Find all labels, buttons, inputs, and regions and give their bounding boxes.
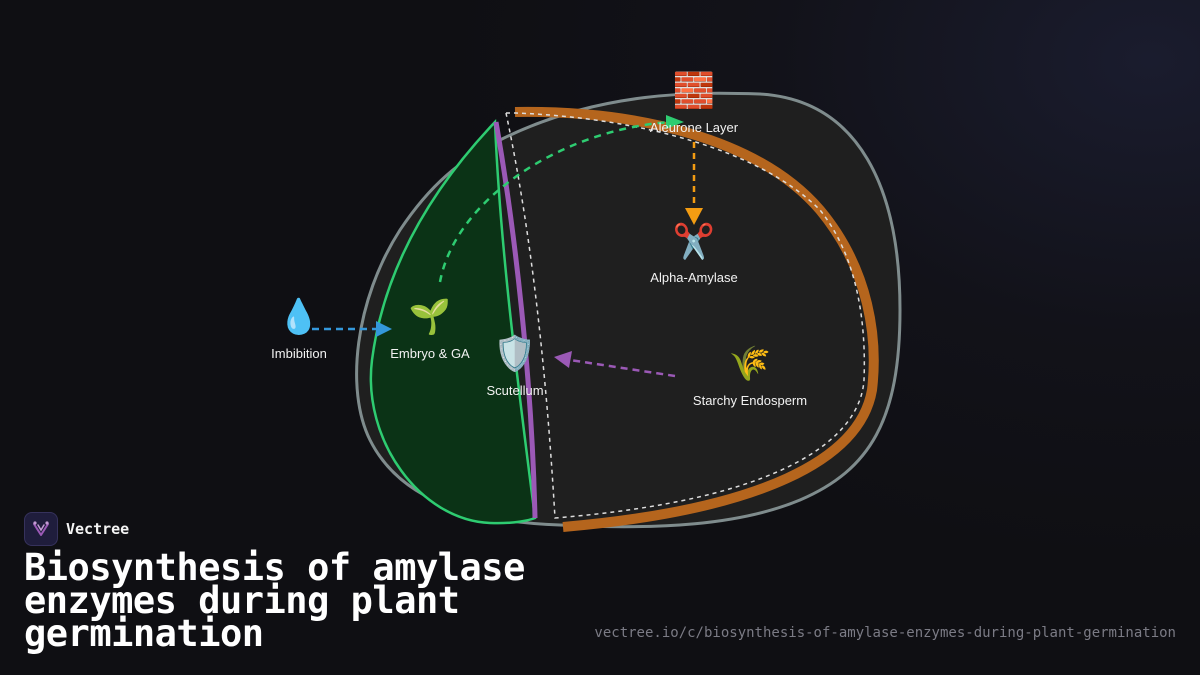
imbibition-arrowhead	[376, 321, 392, 337]
scissors-icon: ✂️	[672, 222, 716, 262]
scutellum-label: Scutellum	[486, 383, 544, 398]
ga-arrowhead	[666, 115, 684, 129]
brand-name: Vectree	[66, 520, 130, 538]
endosperm-boundary	[505, 112, 866, 519]
endosperm-label: Starchy Endosperm	[692, 393, 808, 408]
ga-signal-arrow	[438, 120, 671, 283]
seedling-icon: 🌱	[408, 297, 452, 337]
aleurone-label: Aleurone Layer	[649, 120, 739, 135]
source-url: vectree.io/c/biosynthesis-of-amylase-enz…	[594, 625, 1176, 641]
brick-wall-icon: 🧱	[672, 71, 716, 111]
sugar-transport-arrow	[569, 358, 676, 378]
sugar-arrowhead	[554, 351, 572, 368]
embryo-region	[369, 118, 537, 525]
vectree-logo-icon	[24, 512, 58, 546]
enzyme-arrowhead	[685, 208, 703, 225]
wheat-icon: 🌾	[728, 344, 772, 384]
page-title: Biosynthesis of amylase enzymes during p…	[24, 546, 525, 655]
scutellum-band	[493, 121, 538, 519]
imbibition-label: Imbibition	[271, 346, 327, 361]
shield-icon: 🛡️	[493, 334, 537, 374]
amylase-label: Alpha-Amylase	[650, 270, 738, 285]
brand: Vectree	[24, 512, 129, 546]
water-drop-icon: 💧	[277, 297, 321, 337]
aleurone-band	[514, 106, 879, 532]
embryo-label: Embryo & GA	[390, 346, 470, 361]
